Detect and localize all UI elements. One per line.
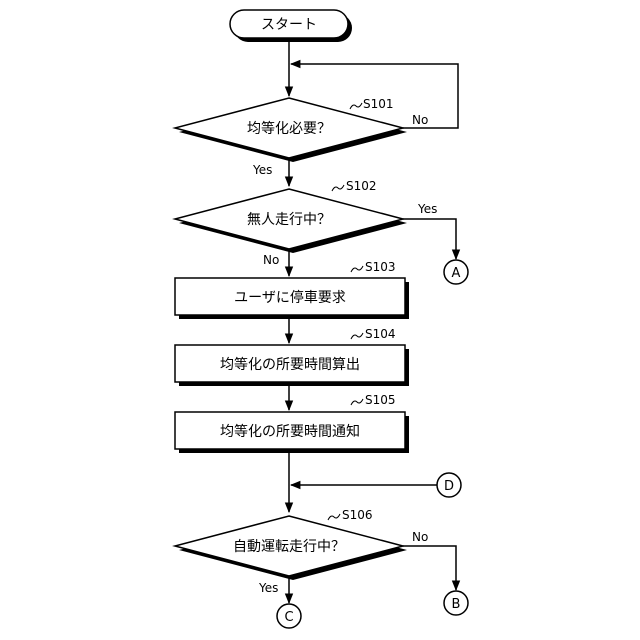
connector-a-label: A (452, 266, 461, 281)
connector-d-label: D (444, 479, 454, 494)
s101-no-label: No (412, 113, 428, 127)
decision-s102: 無人走行中？ (175, 189, 407, 253)
step-id-tick (351, 266, 363, 272)
step-id-tick (351, 333, 363, 339)
process-s103: ユーザに停車要求 (175, 278, 409, 319)
step-id-tick (332, 185, 344, 191)
connector-c: C (277, 604, 301, 628)
step-id-tick (350, 103, 362, 109)
step-id-s101: S101 (363, 97, 394, 111)
decision-s101-text: 均等化必要？ (247, 120, 331, 137)
step-id-tick (351, 399, 363, 405)
step-id-s102: S102 (346, 179, 377, 193)
s106-no-label: No (412, 530, 428, 544)
process-s104: 均等化の所要時間算出 (175, 345, 409, 386)
yes-branch-line (403, 219, 456, 259)
connector-c-label: C (284, 610, 293, 625)
step-id-s106: S106 (342, 508, 373, 522)
process-s105: 均等化の所要時間通知 (175, 412, 409, 453)
connector-a: A (444, 260, 468, 284)
s102-no-label: No (263, 253, 279, 267)
process-s105-text: 均等化の所要時間通知 (220, 423, 360, 440)
connector-b: B (444, 591, 468, 615)
process-s104-text: 均等化の所要時間算出 (220, 356, 360, 373)
step-id-s103: S103 (365, 260, 396, 274)
decision-s106-text: 自動運転走行中？ (233, 539, 345, 555)
decision-s106: 自動運転走行中？ (175, 516, 407, 580)
s102-yes-label: Yes (417, 202, 437, 216)
connector-d: D (437, 473, 461, 497)
step-id-s104: S104 (365, 327, 396, 341)
connector-b-label: B (452, 597, 461, 612)
no-branch-line (403, 546, 456, 590)
step-id-tick (328, 514, 340, 520)
s101-yes-label: Yes (252, 163, 272, 177)
step-id-s105: S105 (365, 393, 396, 407)
decision-s102-text: 無人走行中？ (247, 212, 331, 228)
s106-yes-label: Yes (258, 581, 278, 595)
process-s103-text: ユーザに停車要求 (234, 289, 346, 306)
start-terminal: スタート (230, 10, 352, 42)
start-label: スタート (261, 17, 317, 33)
